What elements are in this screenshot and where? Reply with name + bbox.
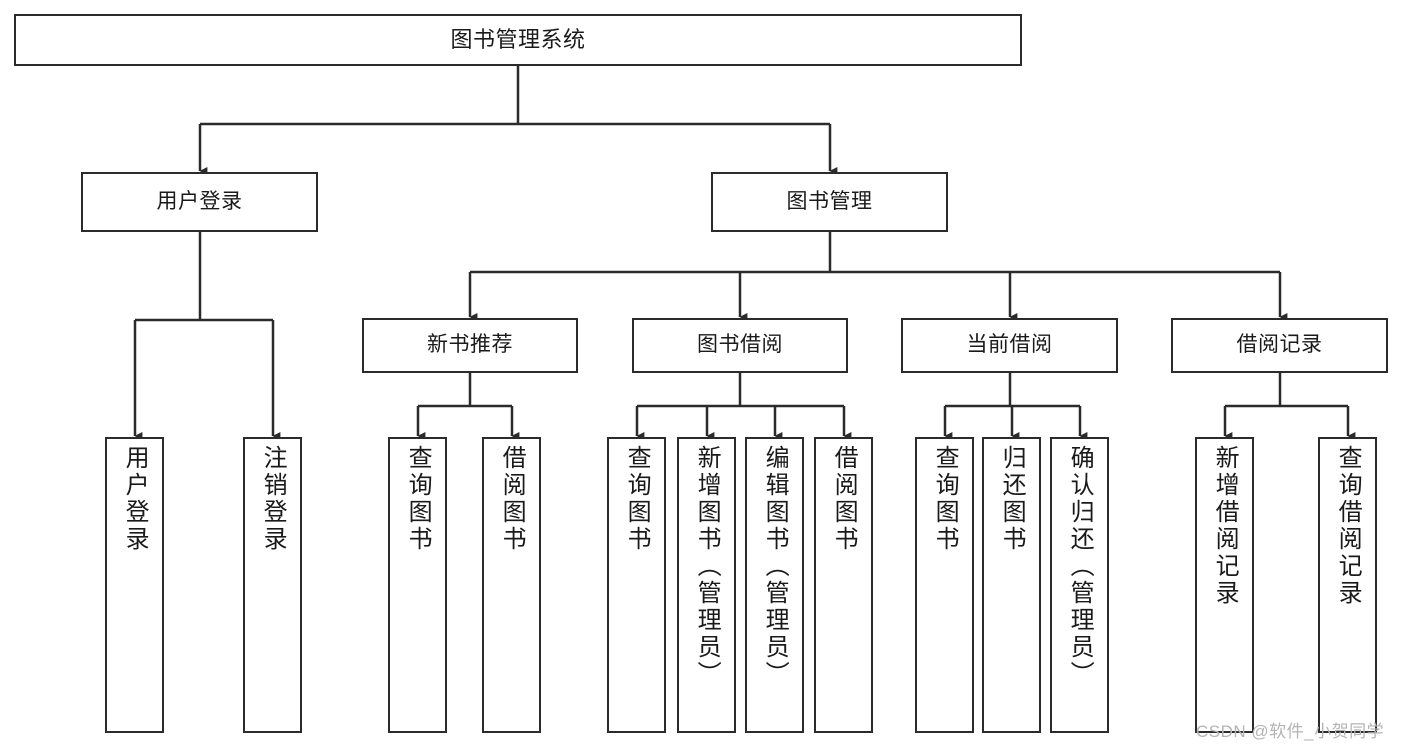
node-leaf-cb-query[interactable]: 查询图书 xyxy=(915,437,974,733)
node-leaf-bb-add[interactable]: 新增图书（管理员） xyxy=(677,437,736,733)
node-leaf-cb-confirm[interactable]: 确认归还（管理员） xyxy=(1050,437,1109,733)
node-leaf-bb-borrow[interactable]: 借阅图书 xyxy=(814,437,873,733)
node-label: 归还图书 xyxy=(998,445,1026,553)
node-leaf-user-logout[interactable]: 注销登录 xyxy=(243,437,302,733)
node-label: 查询图书 xyxy=(623,445,651,553)
node-borrow-record[interactable]: 借阅记录 xyxy=(1171,318,1388,373)
node-label: 查询借阅记录 xyxy=(1334,445,1362,607)
node-leaf-rec-query[interactable]: 查询图书 xyxy=(388,437,447,733)
node-label: 借阅记录 xyxy=(1236,333,1323,357)
csdn-watermark: CSDN @软件_小贺同学 xyxy=(1196,722,1385,741)
node-label: 注销登录 xyxy=(259,445,287,553)
node-label: 借阅图书 xyxy=(830,445,858,553)
node-leaf-bb-edit[interactable]: 编辑图书（管理员） xyxy=(745,437,804,733)
node-leaf-cb-return[interactable]: 归还图书 xyxy=(982,437,1041,733)
node-label: 查询图书 xyxy=(931,445,959,553)
edge-layer xyxy=(133,66,1356,441)
node-book-borrow[interactable]: 图书借阅 xyxy=(632,318,848,373)
node-label: 查询图书 xyxy=(404,445,432,553)
node-label: 用户登录 xyxy=(156,189,243,213)
node-user-login[interactable]: 用户登录 xyxy=(81,172,318,232)
node-leaf-br-query[interactable]: 查询借阅记录 xyxy=(1318,437,1377,733)
node-root[interactable]: 图书管理系统 xyxy=(14,14,1022,66)
node-label: 当前借阅 xyxy=(966,333,1053,357)
node-label: 确认归还（管理员） xyxy=(1066,445,1094,688)
node-label: 新增图书（管理员） xyxy=(693,445,721,688)
node-current-borrow[interactable]: 当前借阅 xyxy=(901,318,1118,373)
node-new-book-rec[interactable]: 新书推荐 xyxy=(362,318,578,373)
node-label: 图书管理 xyxy=(786,189,873,213)
node-leaf-bb-query[interactable]: 查询图书 xyxy=(607,437,666,733)
node-label: 编辑图书（管理员） xyxy=(761,445,789,688)
node-leaf-user-login[interactable]: 用户登录 xyxy=(105,437,164,733)
node-label: 用户登录 xyxy=(121,445,149,553)
node-label: 新书推荐 xyxy=(427,333,513,357)
node-label: 新增借阅记录 xyxy=(1211,445,1239,607)
node-leaf-rec-borrow[interactable]: 借阅图书 xyxy=(482,437,541,733)
node-label: 借阅图书 xyxy=(498,445,526,553)
node-label: 图书借阅 xyxy=(697,333,783,357)
node-book-manage[interactable]: 图书管理 xyxy=(711,172,948,232)
node-leaf-br-add[interactable]: 新增借阅记录 xyxy=(1195,437,1254,733)
node-label: 图书管理系统 xyxy=(450,26,586,52)
